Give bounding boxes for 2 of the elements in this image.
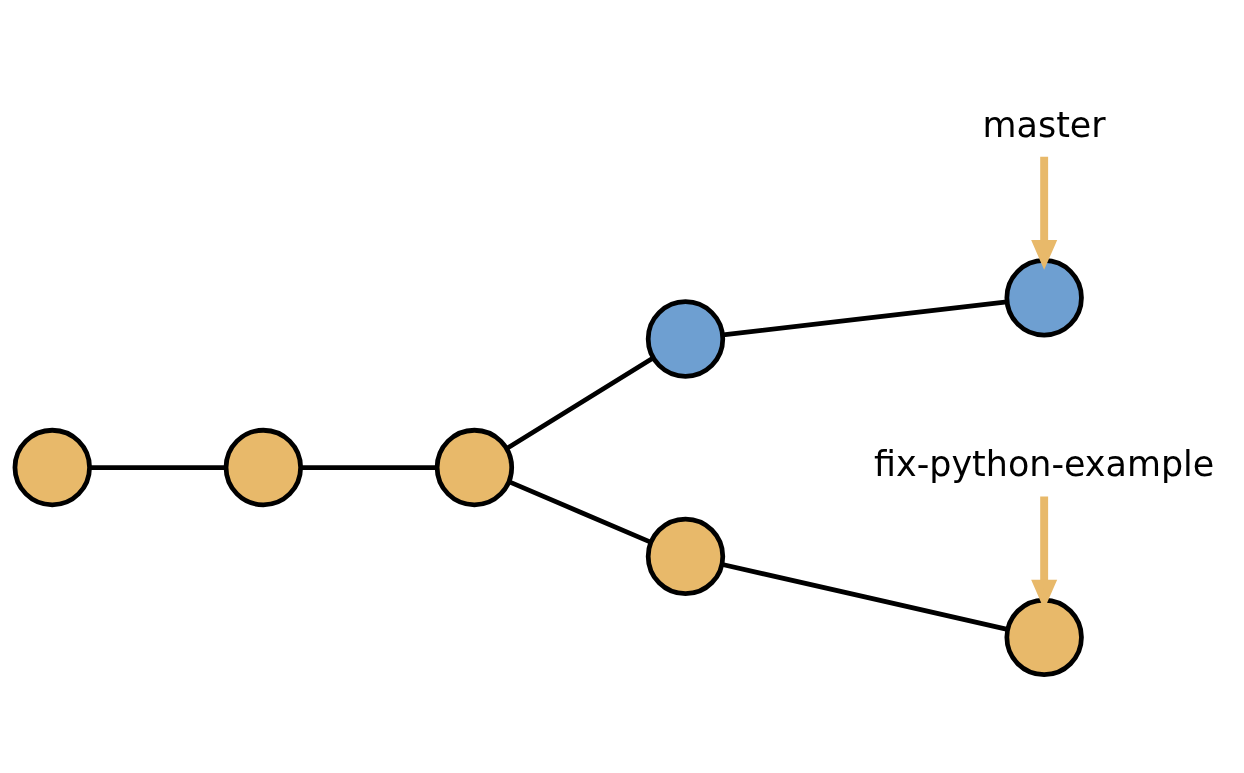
node-text: master xyxy=(982,104,1106,145)
node-text: fix-python-example xyxy=(874,443,1215,484)
